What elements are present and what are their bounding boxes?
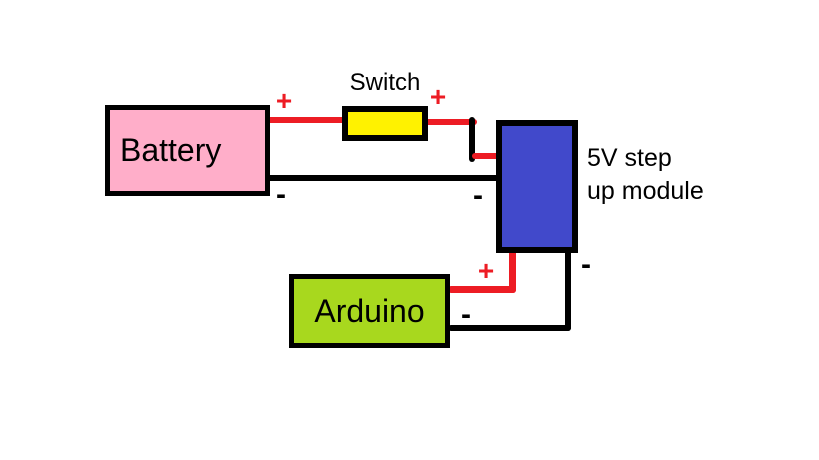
battery-negative-symbol: - xyxy=(276,178,286,211)
wire-module-output-positive-horizontal xyxy=(448,286,516,293)
wire-switch-output-positive xyxy=(424,119,477,125)
wire-module-output-negative-horizontal xyxy=(448,325,571,331)
battery-box: Battery xyxy=(105,105,270,196)
arduino-label: Arduino xyxy=(314,292,425,329)
module-input-negative-symbol: - xyxy=(473,179,483,212)
switch-box xyxy=(342,106,428,141)
wire-battery-negative xyxy=(265,175,502,181)
wire-corner-vertical xyxy=(469,117,475,162)
step-up-module-label: 5V step up module xyxy=(587,142,704,208)
arduino-negative-symbol: - xyxy=(461,298,471,331)
step-up-module-label-line1: 5V step xyxy=(587,144,672,172)
wire-module-input-positive xyxy=(472,153,500,159)
step-up-module-box xyxy=(496,120,578,253)
wire-module-output-positive-vertical xyxy=(509,247,516,293)
module-output-negative-symbol: - xyxy=(581,248,591,281)
arduino-positive-symbol: + xyxy=(477,255,495,286)
wire-battery-positive xyxy=(265,117,345,123)
step-up-module-label-line2: up module xyxy=(587,177,704,205)
battery-label: Battery xyxy=(120,132,222,168)
wire-module-output-negative-vertical xyxy=(565,250,571,331)
switch-label: Switch xyxy=(349,69,421,96)
battery-positive-symbol: + xyxy=(275,85,293,116)
arduino-box: Arduino xyxy=(289,274,450,348)
switch-output-positive-symbol: + xyxy=(429,81,447,112)
